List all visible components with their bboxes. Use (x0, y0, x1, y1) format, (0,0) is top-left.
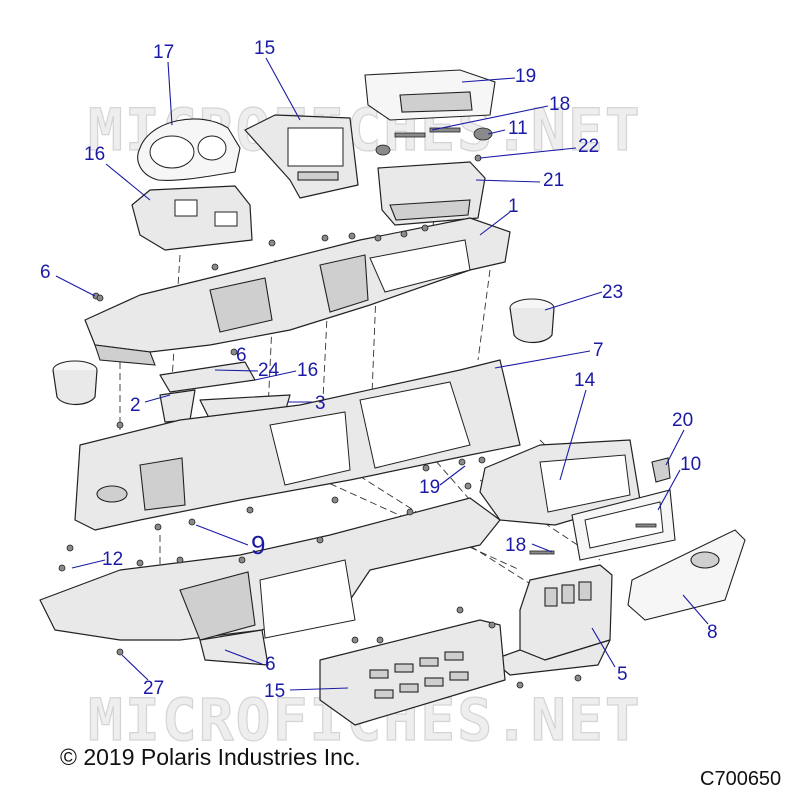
callout-17: 17 (153, 42, 174, 63)
callout-13: 14 (574, 370, 596, 391)
part-20-latch (651, 457, 671, 483)
callout-12: 12 (102, 549, 123, 570)
part-8-glove-box-door (627, 529, 746, 621)
part-22-storage-lid (364, 69, 496, 121)
top-fasteners (92, 127, 493, 356)
part-10-trim-ring (571, 489, 676, 561)
part-26-bracket (159, 361, 256, 393)
callout-19-top: 18 (549, 94, 570, 115)
callout-27: 27 (143, 678, 164, 699)
callout-23: 21 (543, 170, 564, 191)
callout-9: 9 (251, 530, 265, 560)
part-13-gauge-housing (479, 439, 641, 526)
callout-22: 19 (515, 66, 536, 87)
part-5-lower-dash (39, 497, 501, 666)
cup-holder-left (52, 360, 98, 406)
part-16-gauge-panel (131, 185, 253, 251)
part-25-cup-holder-right (509, 298, 555, 344)
callout-20: 20 (672, 410, 693, 431)
callout-5: 6 (265, 654, 276, 675)
scattered-fasteners (58, 224, 657, 689)
part-17-gauge-bezel (137, 118, 241, 181)
callout-16: 16 (84, 144, 105, 165)
callout-15: 15 (254, 38, 275, 59)
copyright-notice: © 2019 Polaris Industries Inc. (60, 744, 361, 770)
callout-21: 19 (419, 477, 440, 498)
callout-numbers: 17 15 16 19 18 11 22 21 1 6 23 7 6 24 16… (40, 38, 718, 702)
callout-3: 3 (315, 393, 326, 414)
callout-8: 8 (707, 622, 718, 643)
part-14-lower-cover (319, 619, 506, 726)
part-7-dash-frame (74, 359, 521, 531)
callout-7: 7 (593, 340, 604, 361)
callout-10: 10 (680, 454, 701, 475)
part-23-storage-bin (377, 161, 486, 226)
callout-25: 23 (602, 282, 623, 303)
callout-1: 1 (508, 196, 519, 217)
callout-14: 15 (264, 681, 285, 702)
callout-4: 5 (617, 664, 628, 685)
leader-lines (55, 57, 709, 691)
drawing-code: C700650 (700, 768, 781, 790)
callout-26: 24 (258, 360, 280, 381)
callout-6-center: 6 (236, 345, 247, 366)
part-1-upper-dash (84, 217, 511, 366)
callout-2: 2 (130, 395, 141, 416)
part-15-display-panel (244, 114, 359, 199)
callout-18: 16 (297, 360, 318, 381)
callout-24: 22 (578, 136, 599, 157)
callout-6-left: 6 (40, 262, 51, 283)
callout-11: 11 (508, 118, 528, 139)
part-4-switch-panel (491, 564, 613, 676)
callout-19-bottom: 18 (505, 535, 526, 556)
